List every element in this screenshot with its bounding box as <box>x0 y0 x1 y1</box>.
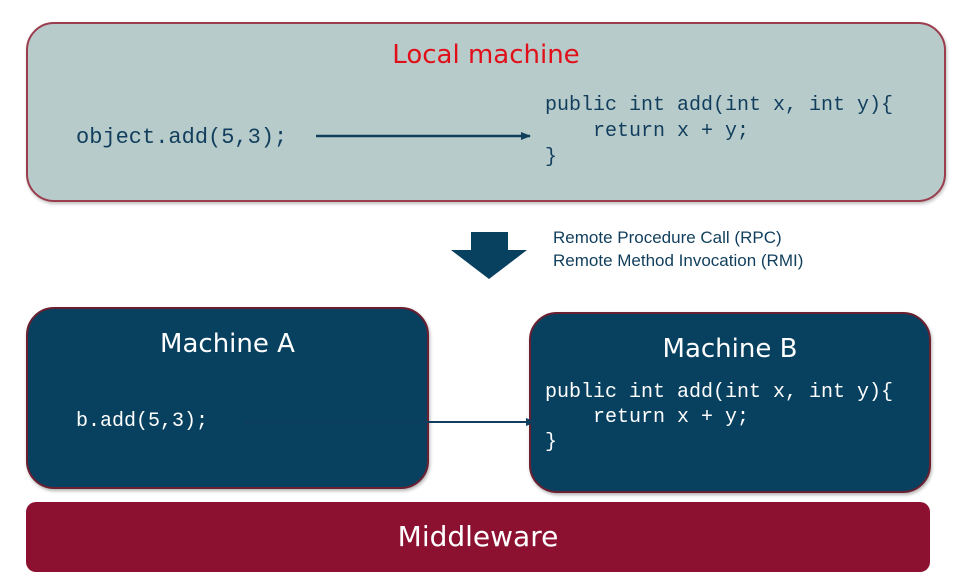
code-line: } <box>545 431 558 454</box>
machine-a-box: Machine A <box>26 307 429 489</box>
code-line: return x + y; <box>545 406 750 429</box>
code-line: } <box>545 146 558 169</box>
code-line: public int add(int x, int y){ <box>545 94 894 117</box>
middleware-bar: Middleware <box>26 502 930 572</box>
middleware-title: Middleware <box>397 520 559 553</box>
rpc-rmi-caption: Remote Procedure Call (RPC) Remote Metho… <box>553 226 803 272</box>
local-machine-title: Local machine <box>392 40 580 70</box>
down-arrow-icon <box>451 232 527 279</box>
machine-a-call-code: b.add(5,3); <box>76 410 209 433</box>
caption-rpc: Remote Procedure Call (RPC) <box>553 228 782 247</box>
machine-b-box: Machine B <box>529 312 931 493</box>
code-line: return x + y; <box>545 120 750 143</box>
local-call-code: object.add(5,3); <box>76 125 288 150</box>
machine-a-title: Machine A <box>160 329 295 359</box>
caption-rmi: Remote Method Invocation (RMI) <box>553 251 804 270</box>
code-line: public int add(int x, int y){ <box>545 381 894 404</box>
local-machine-box: Local machine <box>26 22 946 202</box>
machine-b-title: Machine B <box>662 334 798 364</box>
